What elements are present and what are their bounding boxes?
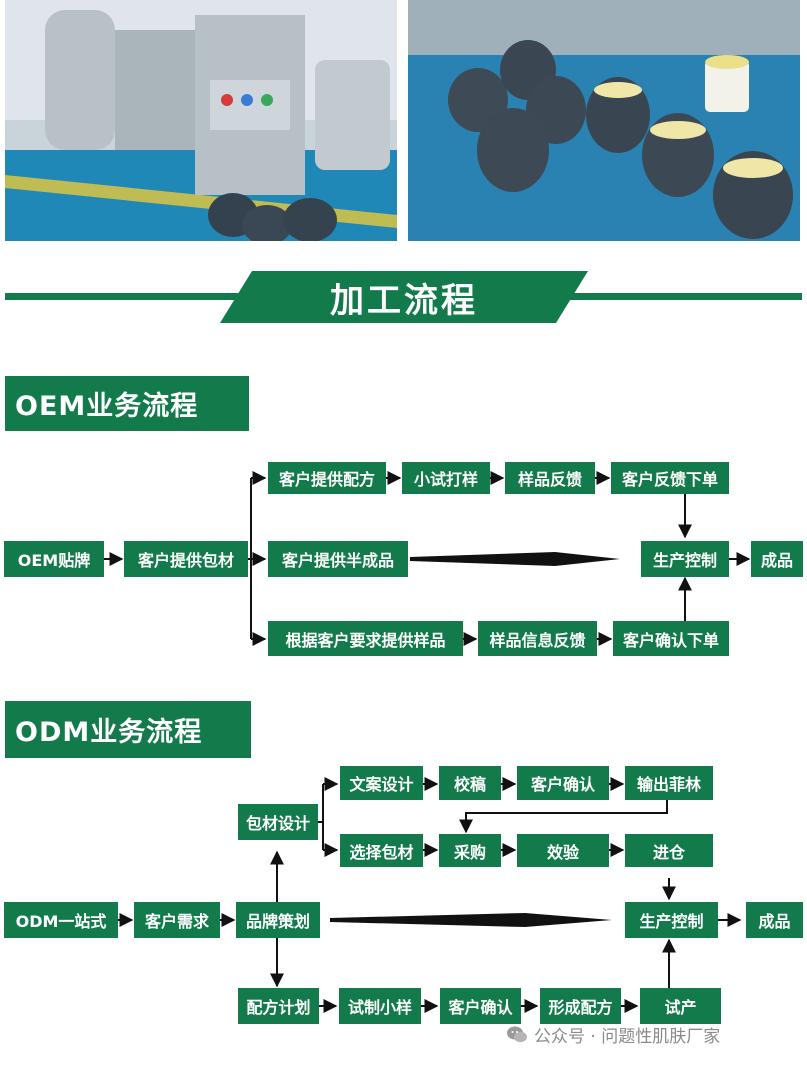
oem-finished-product: 成品	[751, 541, 803, 577]
oem-mid-step: 客户提供半成品	[268, 541, 408, 577]
odm-finished-product: 成品	[746, 902, 803, 938]
oem-bottom-step-3: 客户确认下单	[613, 621, 729, 656]
odm-customer-needs: 客户需求	[134, 902, 220, 938]
oem-top-step-1: 客户提供配方	[268, 462, 386, 494]
oem-bottom-step-2: 样品信息反馈	[478, 621, 597, 656]
odm-row2-step-4: 进仓	[625, 834, 713, 867]
odm-start: ODM一站式	[4, 902, 118, 938]
oem-supply-packaging: 客户提供包材	[124, 541, 248, 577]
oem-top-step-2: 小试打样	[402, 462, 490, 494]
oem-top-step-4: 客户反馈下单	[611, 462, 729, 494]
oem-start: OEM贴牌	[4, 541, 104, 577]
wechat-icon	[506, 1025, 528, 1045]
oem-section-title: OEM业务流程	[5, 376, 249, 431]
odm-row1-step-4: 输出菲林	[625, 766, 713, 800]
odm-row2-step-2: 采购	[439, 834, 501, 867]
oem-top-step-3: 样品反馈	[505, 462, 595, 494]
watermark: 公众号 · 问题性肌肤厂家	[506, 1022, 720, 1047]
odm-row1-step-2: 校稿	[439, 766, 501, 800]
odm-row4-step-4: 试产	[640, 988, 721, 1024]
odm-packaging-design: 包材设计	[238, 804, 318, 840]
odm-formula-plan: 配方计划	[238, 988, 319, 1024]
odm-brand-planning: 品牌策划	[236, 902, 320, 938]
odm-row4-step-3: 形成配方	[540, 988, 621, 1024]
odm-row4-step-1: 试制小样	[339, 988, 421, 1024]
oem-production-control: 生产控制	[641, 541, 729, 577]
odm-row1-step-3: 客户确认	[517, 766, 609, 800]
odm-section-title: ODM业务流程	[5, 701, 251, 758]
watermark-text: 公众号 · 问题性肌肤厂家	[534, 1022, 720, 1047]
oem-bottom-step-1: 根据客户要求提供样品	[268, 621, 463, 656]
odm-production-control: 生产控制	[625, 902, 718, 938]
odm-row4-step-2: 客户确认	[440, 988, 521, 1024]
odm-row2-step-1: 选择包材	[340, 834, 423, 867]
odm-row1-step-1: 文案设计	[340, 766, 423, 800]
odm-row2-step-3: 效验	[517, 834, 609, 867]
